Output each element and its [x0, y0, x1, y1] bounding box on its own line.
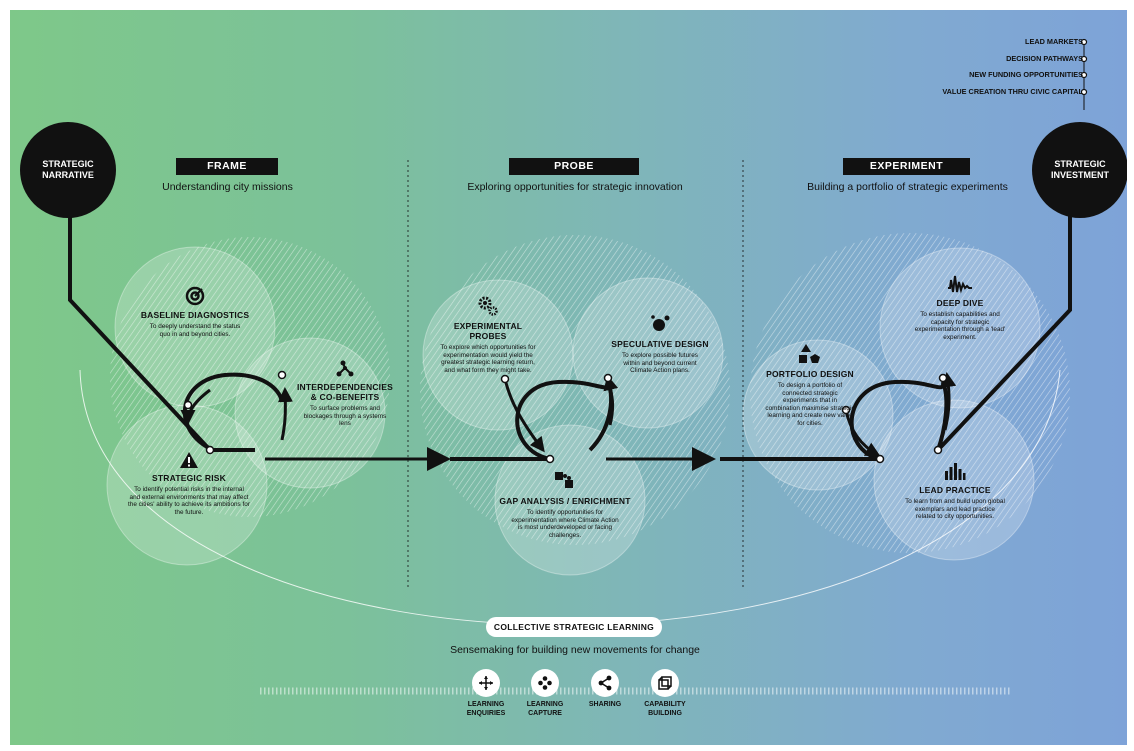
molecule-icon [651, 315, 670, 331]
card-desc: To design a portfolio of connected strat… [765, 382, 855, 427]
gap-analysis: GAP ANALYSIS / ENRICHMENT To identify op… [490, 470, 640, 539]
speculative-design: SPECULATIVE DESIGN To explore possible f… [610, 313, 710, 375]
narrative-path [68, 195, 255, 452]
deep-dive: DEEP DIVE To establish capabilities and … [910, 274, 1010, 341]
venn-probes [422, 279, 574, 431]
bar-chart-icon [945, 463, 966, 480]
tool-capability-building: CAPABILITY BUILDING [630, 669, 700, 718]
card-title: BASELINE DIAGNOSTICS [140, 310, 250, 320]
puzzle-icon [555, 472, 573, 488]
card-title: EXPERIMENTAL PROBES [453, 321, 523, 341]
stage-experiment-subtitle: Building a portfolio of strategic experi… [807, 181, 1008, 193]
card-title: SPECULATIVE DESIGN [611, 339, 709, 349]
legend-item: NEW FUNDING OPPORTUNITIES [969, 70, 1083, 79]
tool-learning-capture: LEARNING CAPTURE [510, 669, 580, 718]
legend-item: LEAD MARKETS [1025, 37, 1083, 46]
frame-loop [182, 372, 284, 452]
card-title: GAP ANALYSIS / ENRICHMENT [499, 496, 631, 506]
flower-icon [538, 676, 552, 690]
experiment-halo [750, 233, 1070, 553]
node-label: STRATEGIC NARRATIVE [42, 159, 94, 180]
tool-label: SHARING [588, 701, 622, 708]
diagram-canvas: LEAD MARKETS DECISION PATHWAYS NEW FUNDI… [10, 10, 1127, 745]
stage-frame-label: FRAME [176, 158, 278, 175]
warning-icon [180, 452, 198, 468]
venn-gap [494, 424, 646, 576]
node-label: STRATEGIC INVESTMENT [1050, 159, 1109, 180]
card-desc: To explore which opportunities for exper… [440, 344, 536, 374]
investment-path [936, 195, 1072, 452]
tool-label: LEARNING ENQUIRIES [466, 701, 506, 717]
shapes-icon [799, 344, 820, 363]
card-title: INTERDEPENDENCIES & CO-BENEFITS [297, 382, 393, 402]
card-desc: To surface problems and blockages throug… [303, 405, 387, 428]
experimental-probes: EXPERIMENTAL PROBES To explore which opp… [438, 295, 538, 374]
probe-loop [515, 379, 611, 461]
tool-label: CAPABILITY BUILDING [644, 701, 686, 717]
arrows-icon [479, 676, 493, 690]
card-desc: To deeply understand the status quo in a… [149, 323, 241, 338]
legend-item: DECISION PATHWAYS [1006, 54, 1083, 63]
card-desc: To learn from and build upon global exem… [905, 498, 1005, 521]
card-title: DEEP DIVE [936, 298, 984, 308]
tool-learning-enquiries: LEARNING ENQUIRIES [451, 669, 521, 718]
baseline-diagnostics: BASELINE DIAGNOSTICS To deeply understan… [140, 286, 250, 338]
share-icon [598, 675, 612, 691]
venn-baseline [114, 246, 276, 408]
legend-item: VALUE CREATION THRU CIVIC CAPITAL [942, 87, 1083, 96]
card-title: LEAD PRACTICE [919, 485, 991, 495]
stage-experiment-label: EXPERIMENT [843, 158, 970, 175]
card-desc: To identify opportunities for experiment… [511, 509, 619, 539]
stage-frame-subtitle: Understanding city missions [162, 181, 293, 193]
waveform-icon [948, 275, 972, 294]
card-title: STRATEGIC RISK [152, 473, 226, 483]
stage-probe-subtitle: Exploring opportunities for strategic in… [467, 181, 683, 193]
card-title: PORTFOLIO DESIGN [766, 369, 854, 379]
network-icon [336, 360, 354, 377]
card-desc: To establish capabilities and capacity f… [914, 311, 1006, 341]
cube-icon [658, 676, 672, 690]
target-icon [185, 286, 205, 306]
portfolio-design: PORTFOLIO DESIGN To design a portfolio o… [765, 343, 855, 428]
tool-label: LEARNING CAPTURE [526, 701, 564, 717]
venn-interdependencies [234, 337, 386, 489]
card-desc: To identify potential risks in the inter… [128, 486, 250, 516]
tool-sharing: SHARING [570, 669, 640, 710]
gears-icon [478, 296, 498, 316]
interdependencies: INTERDEPENDENCIES & CO-BENEFITS To surfa… [295, 360, 395, 428]
learning-title: COLLECTIVE STRATEGIC LEARNING [486, 617, 662, 637]
strategic-risk: STRATEGIC RISK To identify potential ris… [128, 451, 250, 516]
strategic-investment-node: STRATEGIC INVESTMENT [1032, 122, 1127, 218]
stage-probe-label: PROBE [509, 158, 639, 175]
lead-practice: LEAD PRACTICE To learn from and build up… [905, 461, 1005, 521]
experiment-loop [849, 379, 946, 461]
venn-deepdive [879, 247, 1041, 409]
strategic-narrative-node: STRATEGIC NARRATIVE [20, 122, 116, 218]
learning-subtitle: Sensemaking for building new movements f… [450, 644, 700, 656]
card-desc: To explore possible futures within and b… [621, 352, 699, 375]
